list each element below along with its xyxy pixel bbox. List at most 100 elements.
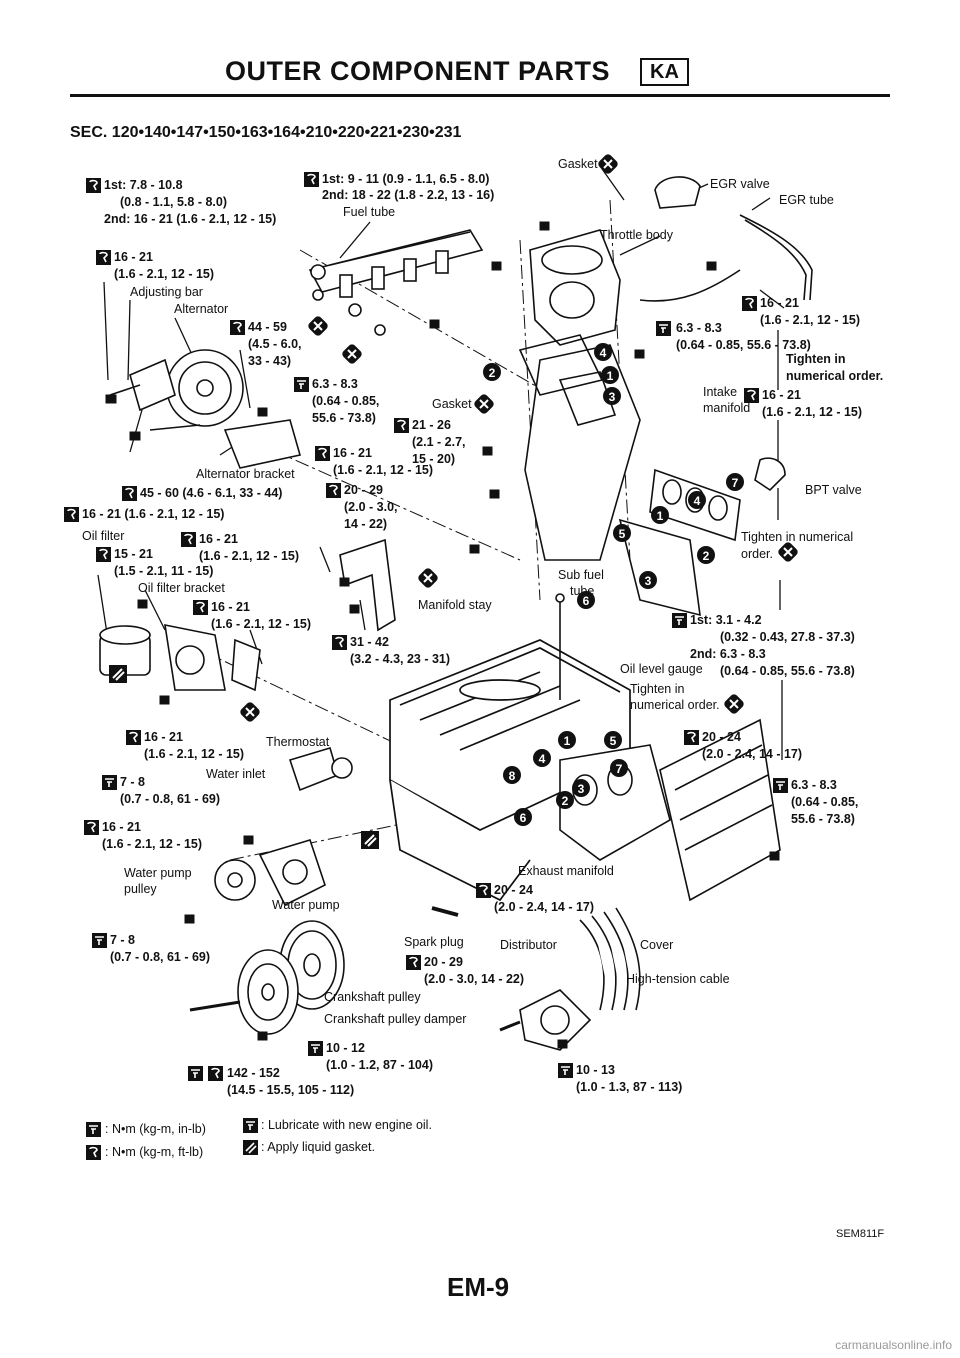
torque-label: 16 - 21 (144, 730, 183, 744)
torque-icon-in (557, 1062, 574, 1079)
torque-label: (0.7 - 0.8, 61 - 69) (110, 950, 211, 964)
callout-3: 3 (578, 782, 585, 796)
torque-label: (3.2 - 4.3, 23 - 31) (350, 652, 451, 666)
part-label-spark-plug: Spark plug (404, 935, 464, 949)
legend-nm-in: : N•m (kg-m, in-lb) (105, 1122, 206, 1136)
leader-line (103, 281, 109, 381)
torque-label: 2nd: 16 - 21 (1.6 - 2.1, 12 - 15) (104, 212, 277, 226)
torque-icon-ft (85, 177, 102, 194)
leader-line (127, 299, 131, 381)
torque-label: 20 - 29 (344, 483, 383, 497)
torque-label: (14.5 - 15.5, 105 - 112) (227, 1083, 355, 1097)
leader-line (239, 349, 251, 409)
torque-label: (1.6 - 2.1, 12 - 15) (114, 267, 215, 281)
part-label-oil-level-gauge: Oil level gauge (620, 662, 703, 676)
callout-2: 2 (562, 794, 569, 808)
page-number: EM-9 (447, 1272, 510, 1302)
torque-icon-ft (229, 319, 246, 336)
callout-6: 6 (520, 811, 527, 825)
callout-2: 2 (703, 549, 710, 563)
torque-label: (1.6 - 2.1, 12 - 15) (211, 617, 312, 631)
torque-icon-ft (207, 1065, 224, 1082)
torque-label: (0.7 - 0.8, 61 - 69) (120, 792, 221, 806)
bolts (105, 221, 780, 1049)
part-label-water-pump-pulley: pulley (124, 882, 157, 896)
torque-label: 16 - 21 (760, 296, 799, 310)
leader-line (129, 409, 143, 453)
part-label-crankshaft-pulley: Crankshaft pulley (324, 990, 421, 1004)
tighten-order-note: Tighten in (630, 682, 685, 696)
torque-icon-ft (121, 485, 138, 502)
torque-icon-ft (314, 445, 331, 462)
torque-label: 10 - 13 (576, 1063, 615, 1077)
torque-label: (0.64 - 0.85, (791, 795, 859, 809)
callout-1: 1 (657, 509, 664, 523)
page-header: OUTER COMPONENT PARTS KA (70, 52, 890, 97)
torque-icon-in (655, 320, 672, 337)
centerline (179, 639, 431, 761)
torque-label: 6.3 - 8.3 (312, 377, 358, 391)
oil-lube-icon (187, 1065, 204, 1082)
tighten-order-note: Tighten in numerical (741, 530, 854, 544)
callout-3: 3 (609, 390, 616, 404)
torque-label: (2.1 - 2.7, (412, 435, 466, 449)
part-label-fuel-tube: Fuel tube (343, 205, 396, 219)
page-title: OUTER COMPONENT PARTS (225, 56, 611, 86)
leader-line (339, 221, 371, 259)
callout-4: 4 (539, 752, 546, 766)
torque-label: 16 - 21 (211, 600, 250, 614)
torque-icon-ft (192, 599, 209, 616)
callout-1: 1 (564, 734, 571, 748)
torque-icon-in (772, 777, 789, 794)
callout-4: 4 (600, 346, 607, 360)
legend-lubricate: : Lubricate with new engine oil. (261, 1118, 432, 1132)
part-label-water-pump-pulley: Water pump (124, 866, 192, 880)
part-label-intake-manifold: Intake (703, 385, 738, 399)
torque-label: (0.32 - 0.43, 27.8 - 37.3) (720, 630, 855, 644)
part-label-cover: Cover (640, 938, 674, 952)
torque-spec-11: 45 - 60 (4.6 - 6.1, 33 - 44) (140, 486, 283, 500)
torque-label: 33 - 43) (248, 354, 292, 368)
callout-7: 7 (616, 762, 623, 776)
water-pump (214, 747, 353, 907)
callout-1: 1 (607, 369, 614, 383)
tighten-order-note: order. (741, 547, 773, 561)
callout-3: 3 (645, 574, 652, 588)
torque-icon-in (671, 612, 688, 629)
torque-icon-in (91, 932, 108, 949)
torque-label: 1st: 3.1 - 4.2 (690, 613, 762, 627)
part-label-sub-fuel-tube: tube (570, 584, 595, 598)
part-label-egr-valve: EGR valve (710, 177, 770, 191)
part-label-bpt-valve: BPT valve (805, 483, 862, 497)
watermark[interactable]: carmanualsonline.info (835, 1338, 952, 1352)
legend-liquid-gasket: : Apply liquid gasket. (261, 1140, 375, 1154)
torque-label: (1.6 - 2.1, 12 - 15) (144, 747, 245, 761)
torque-icon-ft (741, 295, 758, 312)
part-label-intake-manifold: manifold (703, 401, 751, 415)
part-label-crankshaft-pulley-damper: Crankshaft pulley damper (324, 1012, 467, 1026)
torque-label: 44 - 59 (248, 320, 287, 334)
part-label-alternator: Alternator (174, 302, 229, 316)
torque-label: (0.8 - 1.1, 5.8 - 8.0) (120, 195, 227, 209)
torque-label: (0.64 - 0.85, (312, 394, 380, 408)
torque-label: (2.0 - 3.0, 14 - 22) (424, 972, 525, 986)
liquid-gasket-markers (109, 665, 379, 849)
torque-icon-ft (63, 506, 80, 523)
leader-line (144, 589, 166, 631)
torque-label: (1.6 - 2.1, 12 - 15) (762, 405, 863, 419)
torque-label: 16 - 21 (762, 388, 801, 402)
torque-label: 16 - 21 (102, 820, 141, 834)
torque-label: 2nd: 18 - 22 (1.8 - 2.2, 13 - 16) (322, 188, 495, 202)
torque-label: 20 - 29 (424, 955, 463, 969)
torque-label: 16 - 21 (199, 532, 238, 546)
alternator (109, 349, 302, 469)
leader-line (319, 546, 331, 573)
torque-label: 31 - 42 (350, 635, 389, 649)
torque-icon-ft (683, 729, 700, 746)
legend-nm-ft: : N•m (kg-m, ft-lb) (105, 1145, 204, 1159)
part-label-oil-filter: Oil filter (82, 529, 125, 543)
torque-label: (0.64 - 0.85, 55.6 - 73.8) (676, 338, 811, 352)
leader-line (619, 235, 661, 256)
torque-icon-ft (303, 171, 320, 188)
